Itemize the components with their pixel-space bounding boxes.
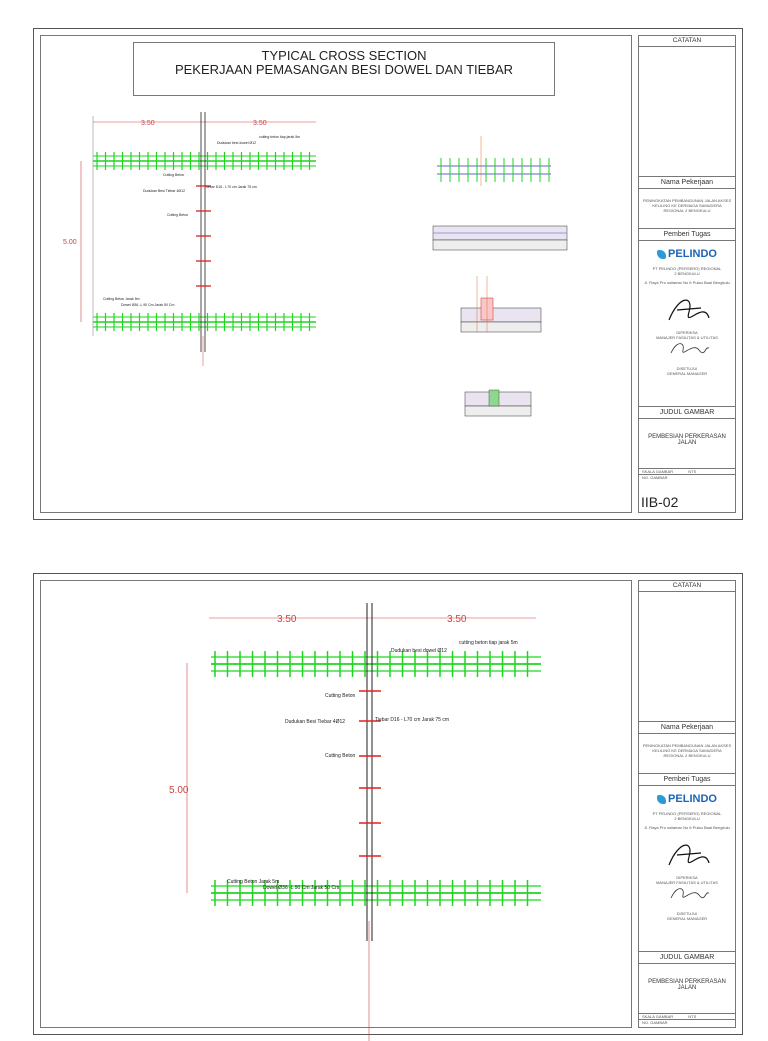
dim-vertical: 5.00 <box>63 239 77 246</box>
pelindo-logo-2: PELINDO <box>639 793 735 805</box>
sheet-title: TYPICAL CROSS SECTION PEKERJAAN PEMASANG… <box>133 42 555 96</box>
title-line-2: PEKERJAAN PEMASANGAN BESI DOWEL DAN TIEB… <box>174 62 514 77</box>
label-dowel-2: Dowel Ø36 -L 90 Cm Jarak 50 Cm <box>263 885 339 891</box>
signature-2 <box>670 343 710 354</box>
judul-gambar-label-2: JUDUL GAMBAR <box>639 951 735 964</box>
drawing-code: IIB-02 <box>641 494 679 510</box>
title-line-1: TYPICAL CROSS SECTION <box>261 48 427 63</box>
no-gambar-row-2: NO. GAMBAR <box>639 1019 735 1025</box>
judul-gambar-value-2: PEMBESIAN PERKERASAN JALAN <box>648 979 726 991</box>
bottom-dowel-row <box>93 316 316 328</box>
cross-section-plan-2: 3.50 3.50 5.00 <box>169 603 541 1041</box>
label-dudukan-dowel-2: Dudukan besi dowel Ø12 <box>391 648 447 654</box>
catatan-header-2: CATATAN <box>639 581 735 592</box>
manajer-label: MANAJER FASILITAS & UTILITAS <box>656 335 718 340</box>
drawing-sheet-2: 3.50 3.50 5.00 <box>33 573 743 1041</box>
label-dudukan-tiebar-2: Dudukan Besi Tiebar 4Ø12 <box>285 719 345 725</box>
pelindo-mark-icon-2 <box>657 794 667 804</box>
signature-3 <box>668 844 710 866</box>
label-tiebar: Tiebar D16 - L70 cm Jarak 75 cm <box>205 185 257 189</box>
label-dudukan-dowel: Dudukan besi dowel Ø12 <box>217 141 256 145</box>
label-cutting-beton-2b: Cutting Beton <box>325 753 356 759</box>
label-cutting-jarak: Cutting Beton Jarak 5m <box>103 297 140 301</box>
company-name-2: PT PELINDO (PERSERO) REGIONAL 2 BENGKULU <box>652 811 722 821</box>
company-address: Jl. Raya Pro ssilamar No 6 Pulau Baai Be… <box>644 280 730 285</box>
label-cutting-jarak-2: Cutting Beton Jarak 5m <box>227 879 279 885</box>
top-dowel-row-2 <box>211 656 541 672</box>
pemberi-tugas-label: Pemberi Tugas <box>639 228 735 241</box>
project-description: PENINGKATAN PEMBANGUNAN JALAN AKSES KELI… <box>642 198 732 213</box>
label-dowel: Dowel Ø36 -L 90 Cm Jarak 50 Cm <box>121 303 174 307</box>
dim-right-2: 3.50 <box>447 614 467 625</box>
judul-gambar-label: JUDUL GAMBAR <box>639 406 735 419</box>
bottom-dowel-row-2 <box>211 885 541 901</box>
label-cutting-beton-2a: Cutting Beton <box>325 693 356 699</box>
detail-section-b <box>460 276 542 333</box>
label-dudukan-tiebar: Dudukan Besi Tiebar 4Ø12 <box>143 189 185 193</box>
skala-row-2: SKALA GAMBAR NTS <box>639 1013 735 1019</box>
dim-left: 3.50 <box>141 120 155 127</box>
detail-plan-view <box>437 136 551 186</box>
pemberi-tugas-label-2: Pemberi Tugas <box>639 773 735 786</box>
title-block-1: CATATAN Nama Pekerjaan PENINGKATAN PEMBA… <box>638 35 736 513</box>
drawing-sheet-1: TYPICAL CROSS SECTION PEKERJAAN PEMASANG… <box>33 28 743 520</box>
diperiksa-label: DIPERIKSA <box>676 330 698 335</box>
detail-section-c <box>464 389 532 417</box>
nama-pekerjaan-label: Nama Pekerjaan <box>639 176 735 189</box>
drawing-area-2: 3.50 3.50 5.00 <box>40 580 632 1041</box>
company-name: PT PELINDO (PERSERO) REGIONAL 2 BENGKULU <box>652 266 722 276</box>
manajer-label-2: MANAJER FASILITAS & UTILITAS <box>656 880 718 885</box>
no-gambar-row: NO. GAMBAR <box>639 474 735 480</box>
dim-left-2: 3.50 <box>277 614 297 625</box>
tiebar-row <box>196 185 211 287</box>
drawing-area-1: TYPICAL CROSS SECTION PEKERJAAN PEMASANG… <box>40 35 632 513</box>
gm-label: GENERAL MANAGER <box>666 371 708 376</box>
detail-section-a <box>432 225 568 251</box>
top-dowel-row <box>93 155 316 167</box>
company-address-2: Jl. Raya Pro ssilamar No 6 Pulau Baai Be… <box>644 825 730 830</box>
tiebar-row-2 <box>359 690 381 857</box>
pelindo-logo: PELINDO <box>639 248 735 260</box>
skala-row: SKALA GAMBAR NTS <box>639 468 735 474</box>
label-cutting-tiap-2: cutting beton tiap jarak 5m <box>459 640 518 646</box>
diperiksa-label-2: DIPERIKSA <box>676 875 698 880</box>
judul-gambar-value: PEMBESIAN PERKERASAN JALAN <box>648 434 726 446</box>
dim-vertical-2: 5.00 <box>169 785 189 796</box>
pelindo-mark-icon <box>657 249 667 259</box>
gm-label-2: GENERAL MANAGER <box>666 916 708 921</box>
title-block-2: CATATAN Nama Pekerjaan PENINGKATAN PEMBA… <box>638 580 736 1028</box>
label-tiebar-2: Tiebar D16 - L70 cm Jarak 75 cm <box>375 717 449 723</box>
disetujui-label-2: DISETUJUI <box>676 911 698 916</box>
project-description-2: PENINGKATAN PEMBANGUNAN JALAN AKSES KELI… <box>642 743 732 758</box>
dim-right: 3.50 <box>253 120 267 127</box>
cross-section-plan-1: 3.50 3.50 5.00 <box>63 112 568 417</box>
signature-1 <box>668 299 710 321</box>
disetujui-label: DISETUJUI <box>676 366 698 371</box>
label-cutting-tiap: cutting beton tiap jarak 5m <box>259 135 300 139</box>
nama-pekerjaan-label-2: Nama Pekerjaan <box>639 721 735 734</box>
catatan-header: CATATAN <box>639 36 735 47</box>
signature-4 <box>670 888 710 899</box>
label-cutting-beton-2: Cutting Beton <box>167 213 188 217</box>
label-cutting-beton-1: Cutting Beton <box>163 173 184 177</box>
